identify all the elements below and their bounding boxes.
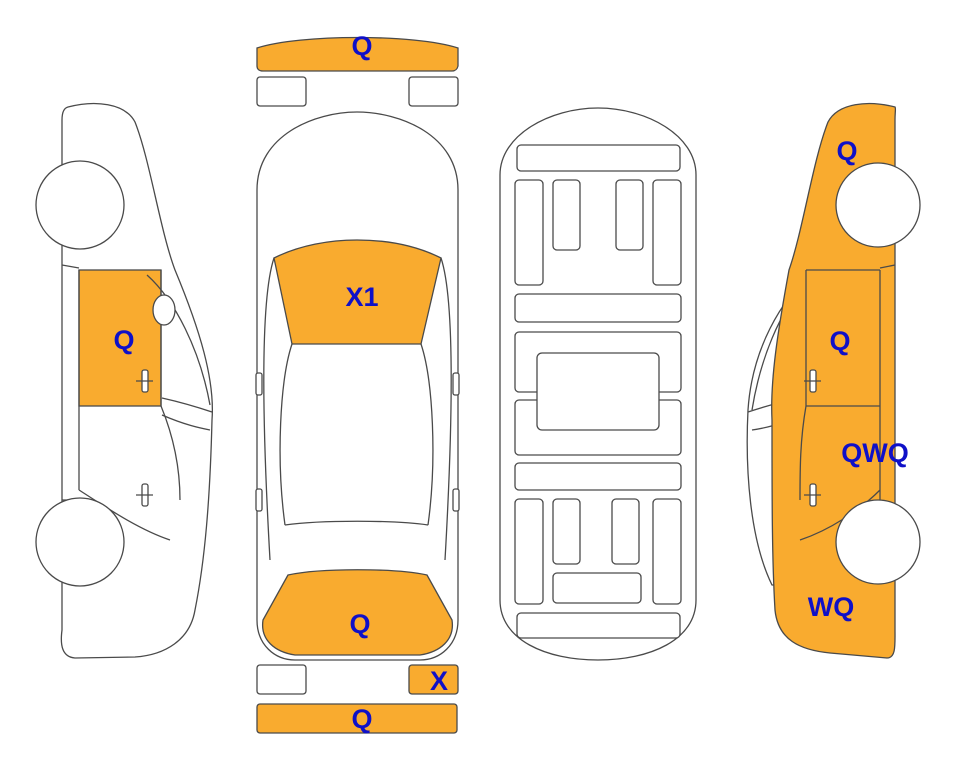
underbody-panel xyxy=(652,498,682,605)
left-rear-wheel xyxy=(35,497,125,587)
front-right-plate xyxy=(408,76,459,107)
right-side-view: Q Q QWQ WQ xyxy=(746,102,921,659)
top-view: Q X1 Q X Q xyxy=(255,31,460,734)
trunk-panel[interactable] xyxy=(262,569,453,656)
underbody-view xyxy=(499,107,697,661)
left-side-mirror xyxy=(152,294,176,326)
front-bumper-panel[interactable] xyxy=(256,36,459,72)
underbody-panel xyxy=(514,462,682,491)
right-rear-quarter-label: WQ xyxy=(808,592,855,622)
left-front-door-label: Q xyxy=(113,325,134,355)
front-left-plate xyxy=(256,76,307,107)
top-view-left-handle xyxy=(255,488,263,512)
underbody-panel xyxy=(516,144,681,172)
hood-label: X1 xyxy=(345,282,378,312)
left-side-window-lines xyxy=(146,274,211,431)
roof-outline xyxy=(263,257,452,561)
underbody-panel xyxy=(652,179,682,286)
front-bumper-label: Q xyxy=(351,31,372,61)
underbody-panel xyxy=(615,179,644,251)
trunk-label: Q xyxy=(349,609,370,639)
underbody-panel xyxy=(611,498,640,565)
top-view-left-mirror xyxy=(255,372,263,396)
underbody-center-panel xyxy=(536,352,660,431)
underbody-panel xyxy=(514,179,544,286)
right-front-door-label: Q xyxy=(829,326,850,356)
underbody-panel xyxy=(552,179,581,251)
right-front-wheel xyxy=(835,162,921,248)
underbody-panel xyxy=(552,572,642,604)
rear-bumper-panel[interactable] xyxy=(256,703,458,734)
right-rear-wheel xyxy=(835,499,921,585)
right-rear-door-label: QWQ xyxy=(841,438,909,468)
right-front-fender-label: Q xyxy=(836,136,857,166)
top-view-right-mirror xyxy=(452,372,460,396)
rear-bumper-label: Q xyxy=(351,704,372,734)
left-side-door-lines xyxy=(61,264,213,541)
rear-right-plate[interactable] xyxy=(408,664,459,695)
underbody-panel xyxy=(552,498,581,565)
hood-panel[interactable] xyxy=(273,239,442,345)
underbody-panel xyxy=(514,498,544,605)
rear-left-plate xyxy=(256,664,307,695)
left-front-wheel xyxy=(35,160,125,250)
underbody-panel xyxy=(514,293,682,323)
top-view-right-handle xyxy=(452,488,460,512)
left-side-view: Q xyxy=(35,102,214,659)
rear-right-plate-label: X xyxy=(430,666,448,696)
underbody-panel xyxy=(516,612,681,639)
right-side-door-lines xyxy=(799,264,896,541)
